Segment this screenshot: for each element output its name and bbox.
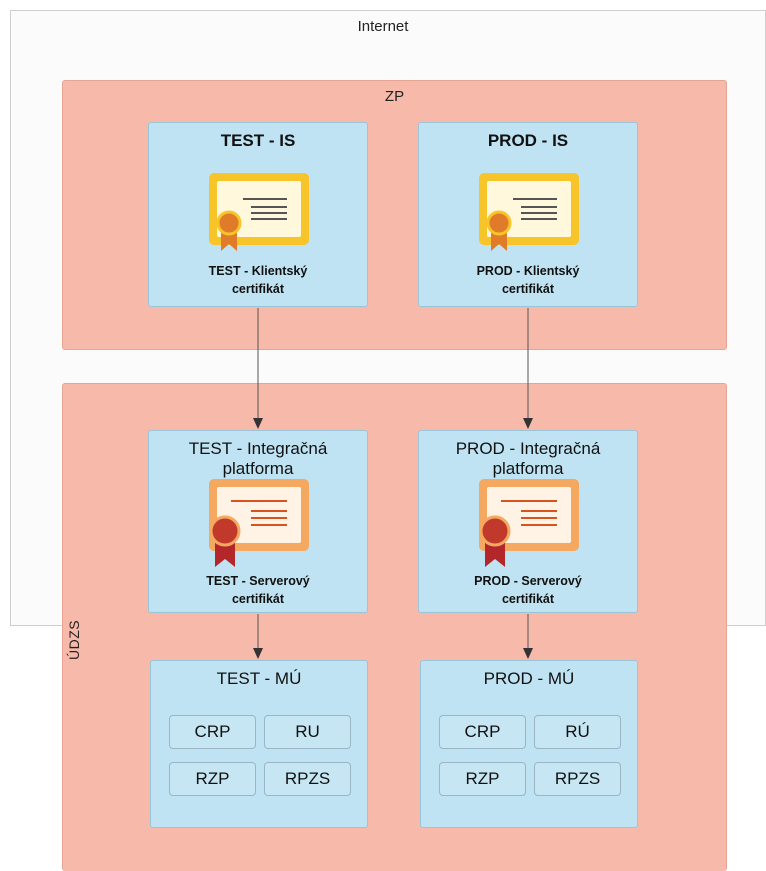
prod-platform-box: PROD - Integračná platforma PROD - Serve… [418,430,638,613]
prod-client-cert-caption-1: PROD - Klientský [476,264,580,278]
certificate-orange-icon [209,479,309,567]
test-platform-box: TEST - Integračná platforma TEST - Serve… [148,430,368,613]
certificate-orange-icon [479,479,579,567]
test-platform-title-2: platforma [222,459,294,478]
prod-module-rzp: RZP [439,762,526,796]
prod-server-cert-caption-2: certifikát [501,592,555,606]
certificate-yellow-icon [479,173,579,251]
arrow-test-is-to-platform [253,308,263,429]
test-module-rzp: RZP [169,762,256,796]
arrow-prod-is-to-platform [523,308,533,429]
test-module-crp: CRP [169,715,256,749]
prod-is-title: PROD - IS [487,131,569,150]
test-is-box: TEST - IS TEST - Klientský certifikát [148,122,368,307]
prod-server-cert-caption-1: PROD - Serverový [474,574,582,588]
prod-mu-box: PROD - MÚ CRP RÚ RZP RPZS [420,660,638,828]
test-mu-title: TEST - MÚ [216,669,302,688]
test-module-ru: RU [264,715,351,749]
test-mu-box: TEST - MÚ CRP RU RZP RPZS [150,660,368,828]
prod-platform-title-2: platforma [492,459,564,478]
arrow-prod-platform-to-mu [523,614,533,659]
test-platform-title-1: TEST - Integračná [188,439,328,458]
zp-label: ZP [384,88,405,105]
certificate-yellow-icon [209,173,309,251]
prod-module-crp: CRP [439,715,526,749]
test-server-cert-caption-1: TEST - Serverový [206,574,310,588]
prod-platform-title-1: PROD - Integračná [455,439,601,458]
prod-mu-title: PROD - MÚ [483,669,575,688]
test-client-cert-caption-2: certifikát [231,282,285,296]
internet-label: Internet [357,18,409,35]
prod-module-rpzs: RPZS [534,762,621,796]
test-module-rpzs: RPZS [264,762,351,796]
arrow-test-platform-to-mu [253,614,263,659]
prod-module-ru: RÚ [534,715,621,749]
test-client-cert-caption-1: TEST - Klientský [208,264,308,278]
prod-is-box: PROD - IS PROD - Klientský certifikát [418,122,638,307]
test-is-title: TEST - IS [220,131,296,150]
prod-client-cert-caption-2: certifikát [501,282,555,296]
test-server-cert-caption-2: certifikát [231,592,285,606]
